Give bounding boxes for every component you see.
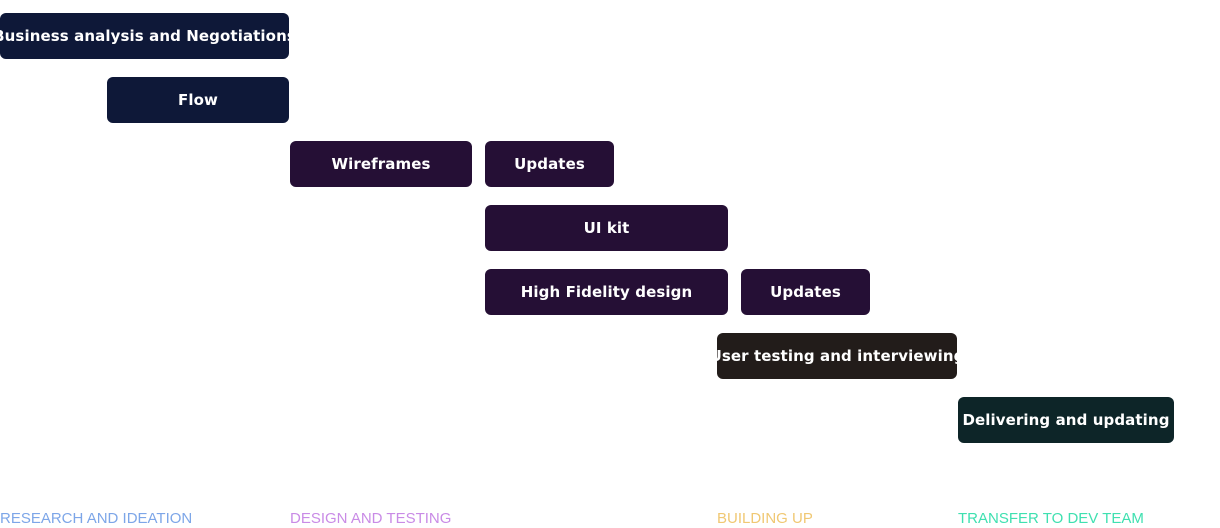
task-updates-high-fidelity: Updates (741, 269, 870, 315)
phase-label-building: BUILDING UP (717, 510, 813, 527)
task-high-fidelity-design: High Fidelity design (485, 269, 728, 315)
task-updates-wireframes: Updates (485, 141, 614, 187)
task-business-analysis: Business analysis and Negotiations (0, 13, 296, 59)
task-delivering: Delivering and updating (958, 397, 1174, 443)
task-ui-kit: UI kit (485, 205, 728, 251)
phase-label-transfer: TRANSFER TO DEV TEAM (958, 510, 1144, 527)
task-user-testing: User testing and interviewing (710, 333, 964, 379)
task-flow: Flow (107, 77, 289, 123)
phase-label-design: DESIGN AND TESTING (290, 510, 452, 527)
task-wireframes: Wireframes (290, 141, 472, 187)
phase-label-research: RESEARCH AND IDEATION (0, 510, 193, 527)
